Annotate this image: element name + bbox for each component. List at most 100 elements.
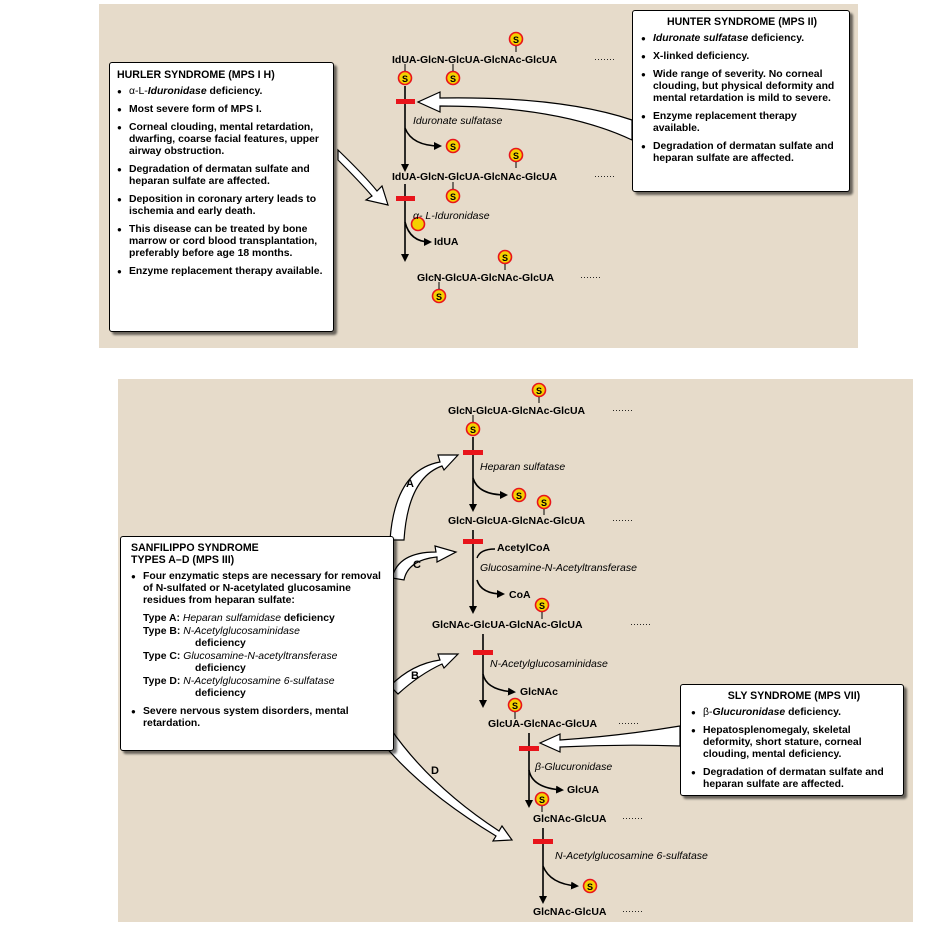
top-sulfate-S: S xyxy=(402,74,408,84)
hunter-bullet: Enzyme replacement therapy available. xyxy=(641,111,843,135)
bottom-step2-arrow xyxy=(463,530,505,614)
bottom-sulfate-S: S xyxy=(539,795,545,805)
sanfilippo-types: Type A: Heparan sulfamidase deficiency T… xyxy=(143,613,387,700)
bottom-chain-2: GlcN-GlcUA-GlcNAc-GlcUA xyxy=(448,515,586,527)
sly-title: SLY SYNDROME (MPS VII) xyxy=(727,690,861,702)
bottom-chain-6: GlcNAc-GlcUA xyxy=(533,906,607,918)
bottom-chain-3: GlcNAc-GlcUA-GlcNAc-GlcUA xyxy=(432,619,583,631)
hunter-bullet: Wide range of severity. No corneal cloud… xyxy=(641,69,843,105)
hurler-bullet: Enzyme replacement therapy available. xyxy=(117,266,327,278)
sanfilippo-bullets: Four enzymatic steps are necessary for r… xyxy=(131,571,387,607)
hunter-title: HUNTER SYNDROME (MPS II) xyxy=(666,16,818,28)
bottom-sulfate-S: S xyxy=(516,491,522,501)
arrow-label-D: D xyxy=(431,765,439,777)
sanfilippo-bullet: Severe nervous system disorders, mental … xyxy=(131,706,387,730)
bottom-enzyme-5: N-Acetylglucosamine 6-sulfatase xyxy=(555,850,708,862)
bottom-sulfate-S: S xyxy=(541,498,547,508)
hunter-bullet: Degradation of dermatan sulfate and hepa… xyxy=(641,141,843,165)
hurler-syndrome-box: HURLER SYNDROME (MPS I H) α-L-Iduronidas… xyxy=(109,62,334,332)
bottom-chain-4: GlcUA-GlcNAc-GlcUA xyxy=(488,718,598,730)
sanfilippo-arrow-C xyxy=(391,545,458,581)
hurler-bullet: This disease can be treated by bone marr… xyxy=(117,224,327,260)
bottom-step1-arrow xyxy=(463,437,508,512)
top-step1-arrow xyxy=(396,86,442,172)
sly-syndrome-box: SLY SYNDROME (MPS VII) β-Glucuronidase d… xyxy=(680,684,904,796)
sanfilippo-title: SANFILIPPO SYNDROME TYPES A–D (MPS III) xyxy=(131,542,259,566)
top-chain-2-ellipsis: ······· xyxy=(594,171,615,181)
top-chain-3-ellipsis: ······· xyxy=(580,272,601,282)
hurler-title: HURLER SYNDROME (MPS I H) xyxy=(117,69,275,81)
bottom-chain-5-ellipsis: ······· xyxy=(622,813,643,823)
top-chain-1-ellipsis: ······· xyxy=(594,54,615,64)
sanfilippo-syndrome-box: SANFILIPPO SYNDROME TYPES A–D (MPS III) … xyxy=(120,536,394,751)
bottom-sulfate-markers xyxy=(465,382,598,894)
bottom-enzyme-2: Glucosamine-N-Acetyltransferase xyxy=(480,562,637,574)
sanfilippo-arrow-D xyxy=(379,727,514,842)
bottom-product-3: GlcNAc xyxy=(520,686,558,698)
bottom-sulfate-S: S xyxy=(587,882,593,892)
top-sulfate-S: S xyxy=(513,151,519,161)
top-sulfate-S: S xyxy=(436,292,442,302)
bottom-chain-2-ellipsis: ······· xyxy=(612,515,633,525)
bottom-chain-1: GlcN-GlcUA-GlcNAc-GlcUA xyxy=(448,405,586,417)
sanfilippo-type-A: Type A: Heparan sulfamidase deficiency xyxy=(143,613,335,624)
bottom-chain-5: GlcNAc-GlcUA xyxy=(533,813,607,825)
hurler-bullet: Degradation of dermatan sulfate and hepa… xyxy=(117,164,327,188)
bottom-step3-arrow xyxy=(473,634,516,708)
top-product-2: IdUA xyxy=(434,236,459,248)
top-step2-arrow xyxy=(396,184,432,262)
hurler-callout-arrow xyxy=(337,148,389,206)
top-enzyme-2: α- L-Iduronidase xyxy=(413,210,490,222)
hunter-bullet: X-linked deficiency. xyxy=(641,51,843,63)
bottom-chain-1-ellipsis: ······· xyxy=(612,405,633,415)
top-sulfate-markers xyxy=(397,31,524,304)
sly-callout-arrow xyxy=(538,725,681,753)
sly-bullet: Hepatosplenomegaly, skeletal deformity, … xyxy=(691,725,897,761)
sly-bullets: β-Glucuronidase deficiency. Hepatospleno… xyxy=(691,707,897,791)
sanfilippo-bullets-2: Severe nervous system disorders, mental … xyxy=(131,706,387,730)
sanfilippo-arrow-B xyxy=(389,653,460,695)
bottom-sulfate-S: S xyxy=(536,386,542,396)
top-sulfate-S: S xyxy=(450,192,456,202)
arrow-label-A: A xyxy=(406,478,414,490)
bottom-sulfate-S: S xyxy=(539,601,545,611)
hurler-bullet: Corneal clouding, mental retardation, dw… xyxy=(117,122,327,158)
bottom-sulfate-S: S xyxy=(512,701,518,711)
bottom-product-4: GlcUA xyxy=(567,784,600,796)
top-chain-1: IdUA-GlcN-GlcUA-GlcNAc-GlcUA xyxy=(392,54,558,66)
bottom-sulfate-S: S xyxy=(470,425,476,435)
sly-bullet: β-Glucuronidase deficiency. xyxy=(691,707,897,719)
sanfilippo-bullet: Four enzymatic steps are necessary for r… xyxy=(131,571,387,607)
hunter-bullet: Iduronate sulfatase deficiency. xyxy=(641,33,843,45)
bottom-cofactor-in: AcetylCoA xyxy=(497,542,551,554)
top-sulfate-S: S xyxy=(502,253,508,263)
bottom-enzyme-3: N-Acetylglucosaminidase xyxy=(490,658,608,670)
arrow-label-B: B xyxy=(411,670,419,682)
top-sulfate-S: S xyxy=(450,142,456,152)
bottom-step4-arrow xyxy=(519,733,564,808)
arrow-label-C: C xyxy=(413,559,421,571)
sly-bullet: Degradation of dermatan sulfate and hepa… xyxy=(691,767,897,791)
hunter-bullets: Iduronate sulfatase deficiency. X-linked… xyxy=(641,33,843,165)
bottom-cofactor-out: CoA xyxy=(509,589,531,601)
bottom-enzyme-1: Heparan sulfatase xyxy=(480,461,565,473)
top-chain-3: GlcN-GlcUA-GlcNAc-GlcUA xyxy=(417,272,555,284)
bottom-enzyme-4: β-Glucuronidase xyxy=(534,761,612,773)
sanfilippo-arrow-A xyxy=(389,454,460,541)
hurler-bullet: Most severe form of MPS I. xyxy=(117,104,327,116)
hunter-callout-arrow xyxy=(416,91,633,141)
hurler-bullet: α-L-Iduronidase deficiency. xyxy=(117,86,327,98)
hunter-syndrome-box: HUNTER SYNDROME (MPS II) Iduronate sulfa… xyxy=(632,10,850,192)
top-sulfate-S: S xyxy=(450,74,456,84)
bottom-step5-arrow xyxy=(533,828,579,904)
hurler-bullet: Deposition in coronary artery leads to i… xyxy=(117,194,327,218)
hurler-bullets: α-L-Iduronidase deficiency. Most severe … xyxy=(117,86,327,278)
top-sulfate-S: S xyxy=(513,35,519,45)
top-chain-2: IdUA-GlcN-GlcUA-GlcNAc-GlcUA xyxy=(392,171,558,183)
bottom-chain-6-ellipsis: ······· xyxy=(622,906,643,916)
top-enzyme-1: Iduronate sulfatase xyxy=(413,115,502,127)
